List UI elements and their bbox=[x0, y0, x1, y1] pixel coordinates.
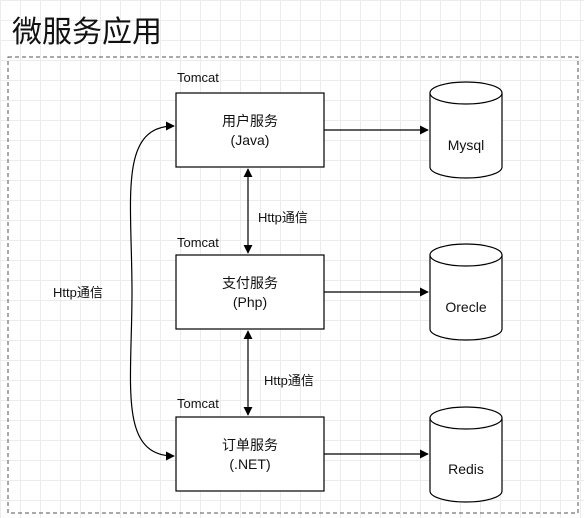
payment-service-name: 支付服务 bbox=[222, 275, 278, 291]
mysql-database[interactable]: Mysql bbox=[429, 81, 503, 179]
user-service-name: 用户服务 bbox=[222, 113, 278, 129]
user-service-lang: (Java) bbox=[231, 132, 270, 148]
tomcat-label-payment: Tomcat bbox=[177, 235, 219, 250]
page-title: 微服务应用 bbox=[12, 16, 162, 49]
user-order-link-label: Http通信 bbox=[53, 285, 103, 300]
payment-order-link-label: Http通信 bbox=[264, 373, 314, 388]
oracle-label: Orecle bbox=[445, 299, 486, 315]
order-service-name: 订单服务 bbox=[222, 437, 278, 453]
redis-label: Redis bbox=[448, 461, 484, 477]
oracle-database[interactable]: Orecle bbox=[429, 243, 503, 341]
order-service-lang: (.NET) bbox=[229, 456, 270, 472]
payment-service-lang: (Php) bbox=[233, 294, 267, 310]
mysql-label: Mysql bbox=[448, 137, 485, 153]
user-service-node[interactable]: 用户服务 (Java) bbox=[175, 92, 325, 168]
tomcat-label-user: Tomcat bbox=[177, 70, 219, 85]
user-payment-link-label: Http通信 bbox=[258, 210, 308, 225]
user-order-link bbox=[129, 121, 175, 461]
tomcat-label-order: Tomcat bbox=[177, 396, 219, 411]
system-boundary bbox=[7, 56, 579, 514]
order-service-node[interactable]: 订单服务 (.NET) bbox=[175, 416, 325, 492]
payment-service-node[interactable]: 支付服务 (Php) bbox=[175, 254, 325, 330]
redis-database[interactable]: Redis bbox=[429, 406, 503, 503]
